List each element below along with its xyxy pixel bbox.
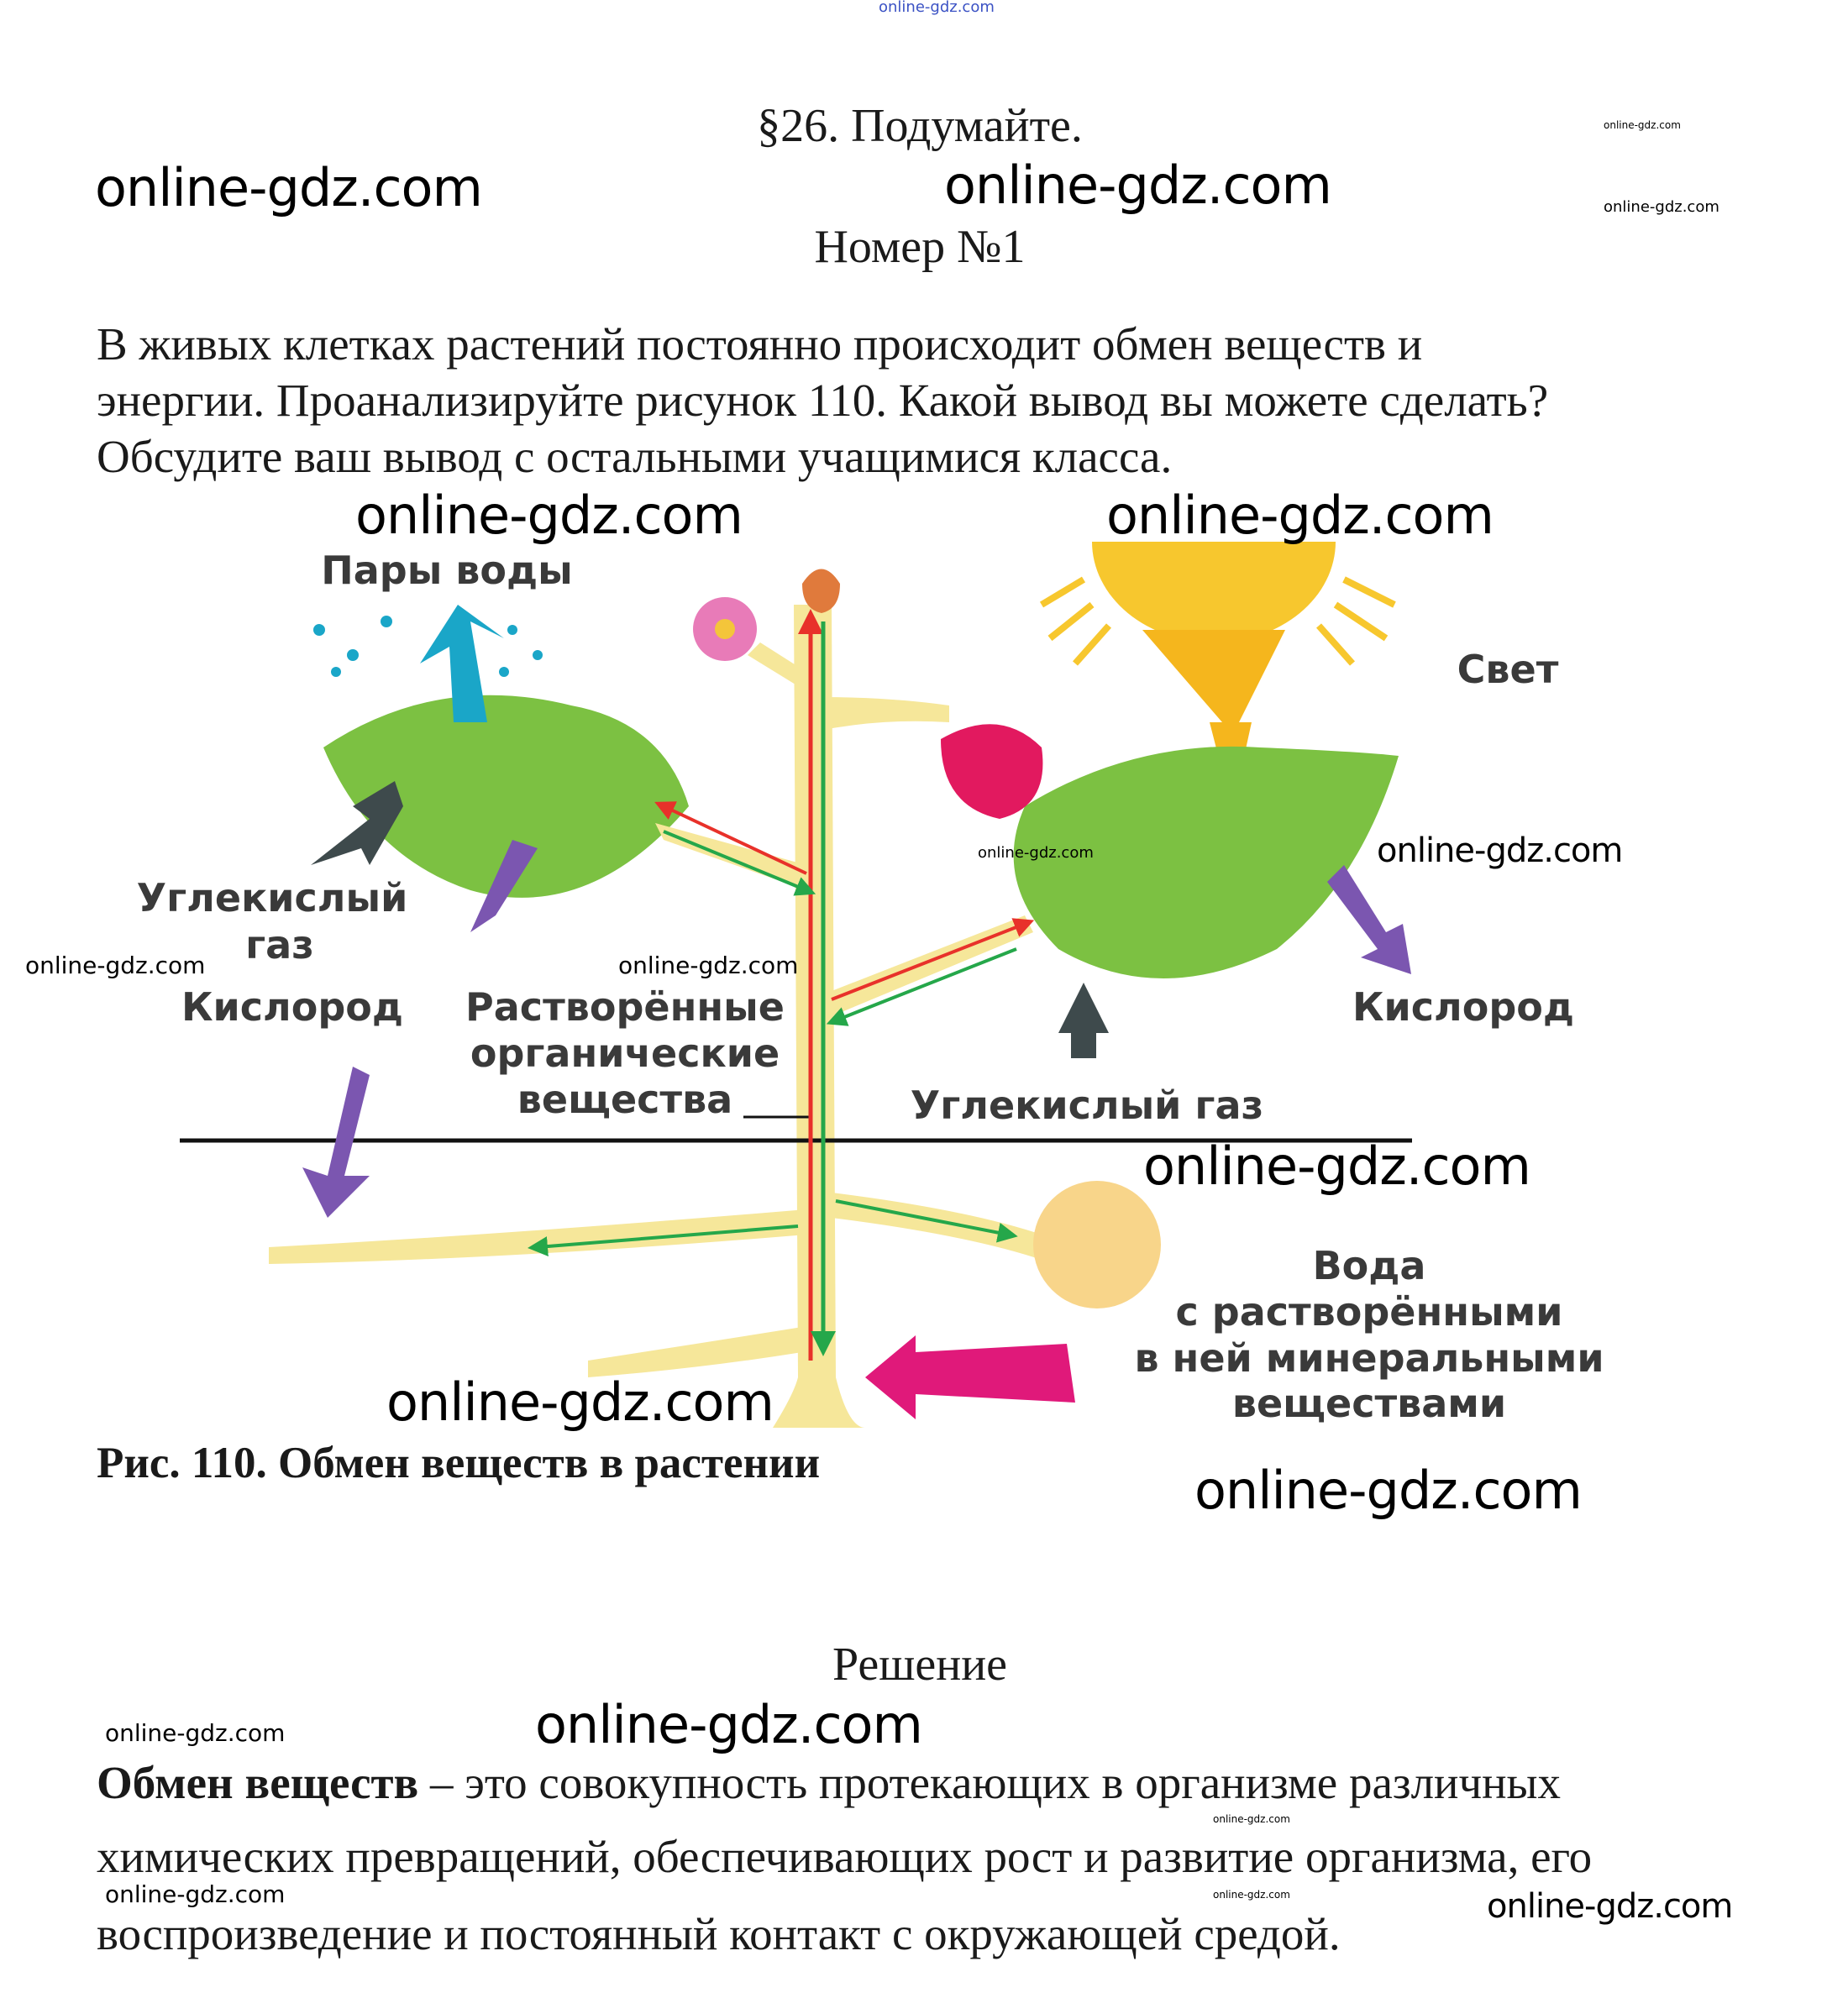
watermark: online-gdz.com bbox=[1106, 485, 1494, 546]
co2-in-arrow bbox=[470, 840, 538, 932]
label-organic-2: органические bbox=[470, 1030, 780, 1076]
label-water-4: веществами bbox=[1231, 1381, 1507, 1426]
label-light: Свет bbox=[1457, 647, 1559, 692]
left-leaf bbox=[323, 695, 689, 898]
watermark: online-gdz.com bbox=[1143, 1135, 1531, 1197]
solution-text: – это совокупность протекающих в организ… bbox=[418, 1757, 1562, 1808]
watermark: online-gdz.com bbox=[386, 1371, 774, 1433]
question-line: Обсудите ваш вывод с остальными учащимис… bbox=[97, 431, 1173, 482]
watermark: online-gdz.com bbox=[1604, 198, 1719, 216]
section-title: §26. Подумайте. bbox=[757, 100, 1083, 152]
watermark: online-gdz.com bbox=[1194, 1460, 1583, 1521]
watermark: online-gdz.com bbox=[944, 155, 1332, 216]
label-water-3: в ней минеральными bbox=[1134, 1335, 1604, 1381]
watermark: online-gdz.com bbox=[1213, 1889, 1290, 1901]
label-water: Вода bbox=[1312, 1243, 1426, 1288]
watermark: online-gdz.com bbox=[1487, 1887, 1733, 1926]
stem bbox=[773, 605, 865, 1428]
label-co2-bottom: Углекислый газ bbox=[910, 1083, 1264, 1128]
watermark: online-gdz.com bbox=[1213, 1813, 1290, 1825]
watermark: online-gdz.com bbox=[105, 1719, 286, 1747]
watermark: online-gdz.com bbox=[1377, 831, 1623, 870]
watermark: online-gdz.com bbox=[618, 952, 799, 979]
right-leaf bbox=[1013, 746, 1399, 978]
label-water-2: с растворёнными bbox=[1175, 1289, 1563, 1335]
solution-line: воспроизведение и постоянный контакт с о… bbox=[97, 1908, 1341, 1959]
watermark: online-gdz.com bbox=[978, 844, 1094, 862]
mineral-water-arrow bbox=[865, 1335, 1075, 1419]
task-number: Номер №1 bbox=[814, 221, 1026, 273]
sun-icon bbox=[1039, 542, 1396, 810]
strawberry-icon bbox=[941, 724, 1043, 819]
question-line: энергии. Проанализируйте рисунок 110. Ка… bbox=[97, 375, 1549, 426]
label-oxygen-left: Кислород bbox=[181, 984, 404, 1030]
label-organic: Растворённые bbox=[465, 984, 785, 1030]
oxygen-right-arrow bbox=[1327, 865, 1411, 974]
watermark: online-gdz.com bbox=[25, 952, 206, 979]
solution-line: химических превращений, обеспечивающих р… bbox=[97, 1831, 1593, 1882]
solution-term: Обмен веществ bbox=[97, 1757, 419, 1808]
solution-heading: Решение bbox=[832, 1639, 1008, 1691]
watermark: online-gdz.com bbox=[1604, 119, 1681, 131]
watermark: online-gdz.com bbox=[95, 157, 483, 218]
bud-icon bbox=[802, 569, 840, 613]
oxygen-left-arrow bbox=[302, 1067, 370, 1218]
watermark: online-gdz.com bbox=[535, 1694, 923, 1755]
label-water-vapor: Пары воды bbox=[321, 548, 573, 593]
question-line: В живых клетках растений постоянно проис… bbox=[97, 318, 1423, 370]
watermark: online-gdz.com bbox=[355, 485, 743, 546]
water-vapor-dots bbox=[313, 616, 543, 677]
label-co2-left-2: газ bbox=[245, 922, 314, 968]
solution-line: Обмен веществ – это совокупность протека… bbox=[97, 1757, 1561, 1809]
light-arrow bbox=[1142, 630, 1285, 810]
figure-caption: Рис. 110. Обмен веществ в растении bbox=[97, 1439, 821, 1487]
roots bbox=[269, 1209, 806, 1264]
co2-out-arrow bbox=[311, 781, 403, 865]
water-vapor-arrow bbox=[420, 605, 504, 722]
label-organic-3: вещества bbox=[517, 1077, 733, 1122]
label-oxygen-right: Кислород bbox=[1352, 984, 1575, 1030]
watermark: online-gdz.com bbox=[105, 1880, 286, 1908]
co2-bottom-arrow bbox=[1058, 983, 1109, 1058]
root-ball bbox=[1033, 1181, 1161, 1308]
label-co2-left: Углекислый bbox=[136, 875, 408, 920]
watermark[interactable]: online-gdz.com bbox=[879, 0, 995, 16]
